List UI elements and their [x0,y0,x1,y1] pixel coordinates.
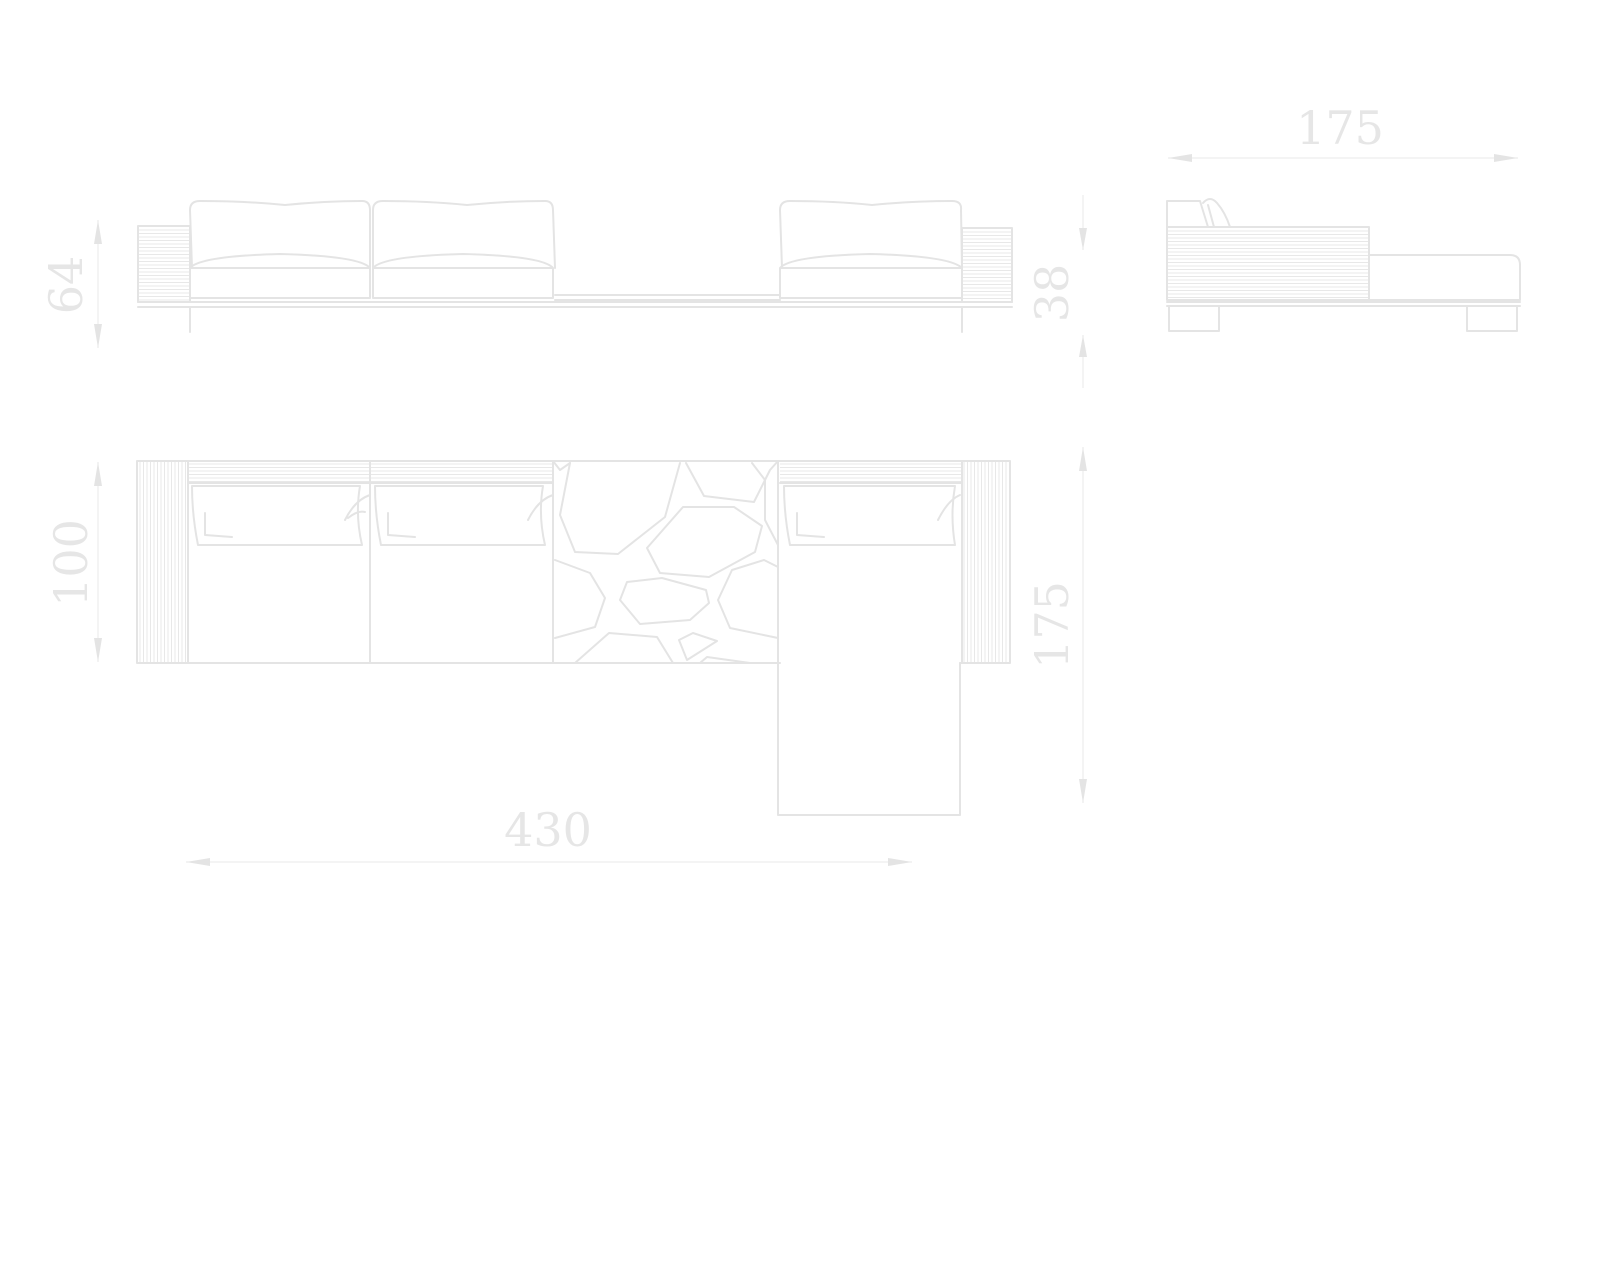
dimension-label: 38 [1025,264,1079,323]
plan-dividers [187,460,963,664]
dimension-seat-height: 38 [1025,195,1087,388]
pillow-3 [783,485,956,546]
pillow-1 [191,485,363,546]
dimension-chaise-depth: 175 [1025,447,1087,803]
pillow-tassels [344,494,961,521]
side-elevation [1166,198,1521,332]
seat-cushion-1 [189,253,371,299]
front-elevation [137,200,1013,333]
dimension-label: 175 [1025,581,1079,669]
leg-side-left [1168,305,1220,332]
seat-cushion-2 [372,253,554,299]
back-cushion-3 [779,200,963,269]
center-table-front [554,294,781,301]
chaise-plan [777,460,961,816]
seat-cushion-3 [779,253,963,299]
dimension-label: 175 [1296,101,1384,155]
base-frame-side [1166,301,1521,307]
dimension-label: 64 [39,256,93,315]
dimension-label: 100 [44,519,98,607]
right-armrest-front [962,231,1012,299]
plan-outline [136,460,1011,664]
legs-front [189,306,963,333]
dimension-label: 430 [504,803,592,857]
left-armrest-front [138,229,190,301]
leg-side-right [1466,305,1518,332]
armrest-side-outline [1166,226,1370,301]
plan-view [136,460,1011,816]
back-cushion-1 [189,200,371,269]
dimension-plan-depth: 100 [44,462,102,662]
armrest-side [1167,230,1369,298]
back-cushion-2 [372,200,556,269]
chaise-seat-side [1368,254,1521,301]
dimension-front-height: 64 [39,220,102,348]
dimension-overall-width: 430 [186,803,912,866]
pillow-2 [374,485,546,546]
base-frame-front [137,301,1013,308]
back-cushion-side [1166,198,1231,228]
stone-table-top [552,460,779,664]
dimension-side-depth: 175 [1168,101,1518,162]
